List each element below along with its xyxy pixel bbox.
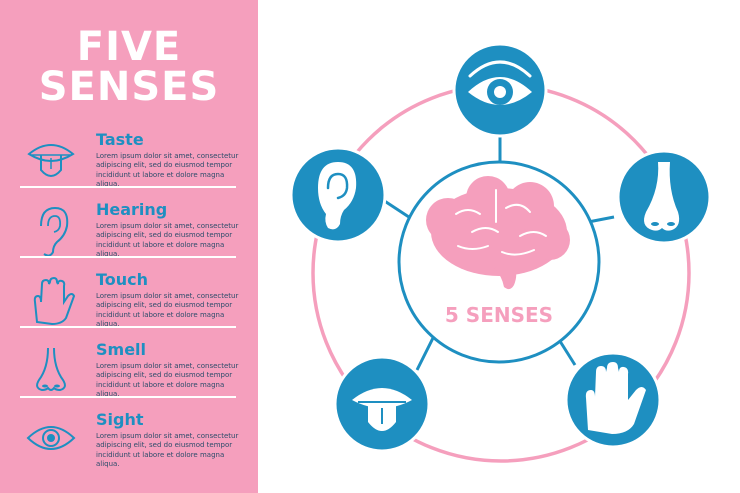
divider <box>20 186 236 188</box>
sense-row-sight: Sight Lorem ipsum dolor sit amet, consec… <box>20 410 238 478</box>
node-taste <box>333 355 431 453</box>
ear-icon <box>40 206 69 257</box>
tongue-icon <box>27 144 75 177</box>
title-line-1: FIVE <box>76 24 182 70</box>
brain-icon <box>426 176 570 290</box>
tongue-icon <box>352 388 412 431</box>
nose-icon <box>36 347 66 392</box>
sense-row-touch: Touch Lorem ipsum dolor sit amet, consec… <box>20 270 238 338</box>
sense-name-touch: Touch <box>96 270 149 289</box>
sense-row-hearing: Hearing Lorem ipsum dolor sit amet, cons… <box>20 200 238 268</box>
divider <box>20 396 236 398</box>
eye-icon <box>468 60 532 105</box>
sense-desc-sight: Lorem ipsum dolor sit amet, consectetur … <box>96 432 239 468</box>
ear-icon <box>318 162 357 230</box>
sense-desc-taste: Lorem ipsum dolor sit amet, consectetur … <box>96 152 239 188</box>
sense-row-smell: Smell Lorem ipsum dolor sit amet, consec… <box>20 340 238 408</box>
divider <box>20 326 236 328</box>
nose-icon <box>644 162 680 231</box>
legend-panel: FIVE SENSES Taste Lorem ipsum dolor sit … <box>0 0 258 493</box>
sense-name-hearing: Hearing <box>96 200 168 219</box>
hand-icon <box>33 276 76 326</box>
sense-desc-hearing: Lorem ipsum dolor sit amet, consectetur … <box>96 222 239 258</box>
sense-row-taste: Taste Lorem ipsum dolor sit amet, consec… <box>20 130 238 198</box>
eye-icon <box>26 426 76 450</box>
sense-name-sight: Sight <box>96 410 144 429</box>
node-touch <box>564 351 662 449</box>
sense-desc-smell: Lorem ipsum dolor sit amet, consectetur … <box>96 362 239 398</box>
sense-desc-touch: Lorem ipsum dolor sit amet, consectetur … <box>96 292 239 328</box>
divider <box>20 256 236 258</box>
hand-icon <box>585 362 646 434</box>
sense-name-taste: Taste <box>96 130 144 149</box>
title-line-2: SENSES <box>38 64 220 110</box>
center-label: 5 SENSES <box>445 303 553 327</box>
senses-diagram: 5 SENSES <box>289 42 712 463</box>
sense-name-smell: Smell <box>96 340 147 359</box>
node-sight <box>452 42 548 138</box>
node-hearing <box>289 146 387 244</box>
node-smell <box>616 149 712 245</box>
